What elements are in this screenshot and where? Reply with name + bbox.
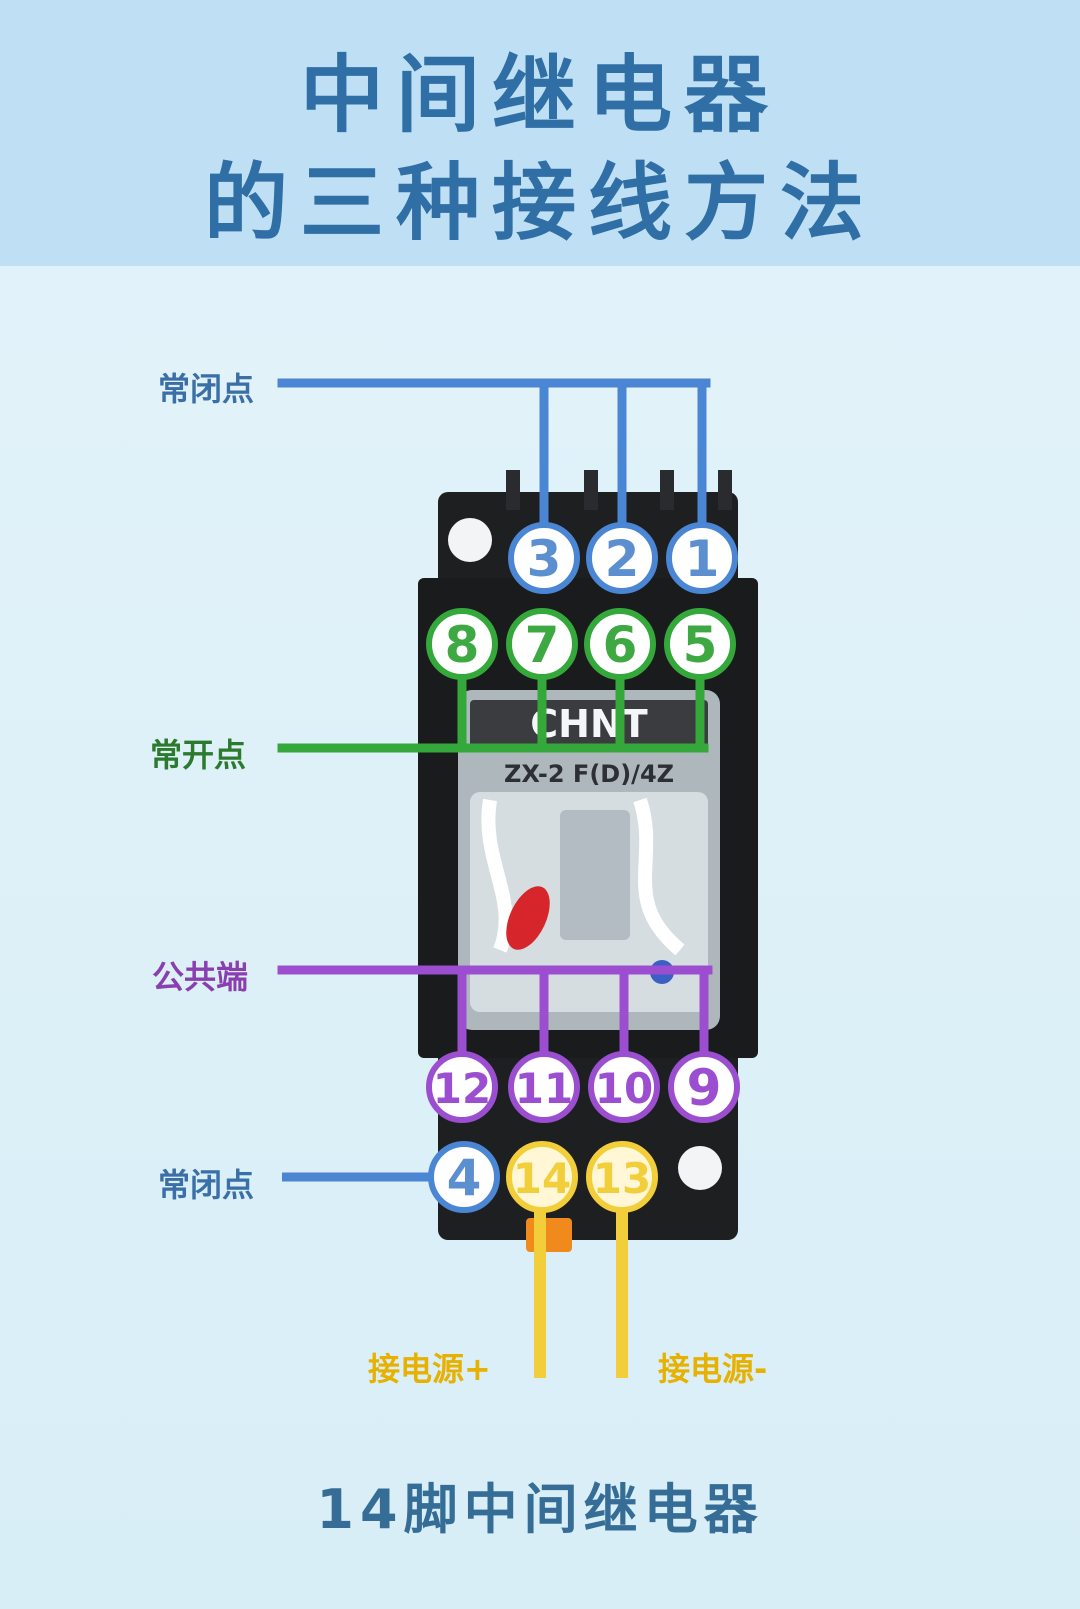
pin-13-number: 13 — [593, 1154, 651, 1203]
pin-14-circle — [506, 1141, 578, 1213]
brand-text: CHNT — [530, 702, 647, 746]
title-line-2: 的三种接线方法 — [203, 154, 876, 252]
pin-1: 1 — [666, 522, 738, 594]
terminal-post — [718, 470, 732, 510]
pin-12: 12 — [426, 1051, 498, 1123]
brand-plate — [470, 700, 708, 748]
mounting-hole — [448, 518, 492, 562]
pin-14-number: 14 — [513, 1154, 571, 1203]
pin-7: 7 — [506, 608, 578, 680]
pin-4-circle — [428, 1141, 500, 1213]
label-common: 公共端 — [152, 958, 249, 996]
pin-5-circle — [664, 608, 736, 680]
pin-5: 5 — [664, 608, 736, 680]
release-tab — [526, 1218, 572, 1252]
pin-9-circle — [668, 1051, 740, 1123]
pin-1-circle — [666, 522, 738, 594]
mounting-hole — [678, 1146, 722, 1190]
title-line-1: 中间继电器 — [299, 46, 780, 144]
nc-top-wires — [277, 378, 711, 531]
pin-6: 6 — [584, 608, 656, 680]
model-text: ZX-2 F(D)/4Z — [504, 760, 674, 788]
label-normally-closed-bottom: 常闭点 — [158, 1166, 255, 1204]
terminal-post — [506, 470, 520, 510]
pin-5-number: 5 — [683, 616, 718, 674]
pin-10-circle — [588, 1051, 660, 1123]
pin-8-circle — [426, 608, 498, 680]
label-power-plus: 接电源+ — [368, 1350, 491, 1388]
terminal-post — [584, 470, 598, 510]
internal-wire — [633, 797, 685, 956]
label-normally-open: 常开点 — [150, 736, 247, 774]
pin-12-circle — [426, 1051, 498, 1123]
pin-4-number: 4 — [447, 1149, 482, 1207]
power-wires — [534, 1210, 628, 1378]
pin-9-number: 9 — [687, 1059, 722, 1117]
common-wires — [277, 965, 713, 1059]
pin-7-circle — [506, 608, 578, 680]
terminal-post — [660, 470, 674, 510]
relay-body: CHNT ZX-2 F(D)/4Z — [418, 470, 758, 1252]
pin-11: 11 — [508, 1051, 580, 1123]
caption: 14脚中间继电器 — [316, 1478, 764, 1541]
relay-coil — [560, 810, 630, 940]
pin-2-circle — [586, 522, 658, 594]
indicator-led — [506, 886, 550, 950]
pin-3-circle — [508, 522, 580, 594]
pin-6-number: 6 — [603, 616, 638, 674]
internal-wire — [481, 798, 513, 953]
pin-11-circle — [508, 1051, 580, 1123]
pin-13: 13 — [586, 1141, 658, 1213]
pin-8: 8 — [426, 608, 498, 680]
pin-9: 9 — [668, 1051, 740, 1123]
pin-4: 4 — [428, 1141, 500, 1213]
label-normally-closed-top: 常闭点 — [158, 370, 255, 408]
pin-10: 10 — [588, 1051, 660, 1123]
pin-13-circle — [586, 1141, 658, 1213]
header-banner: 中间继电器 的三种接线方法 — [0, 0, 1080, 266]
pin-2-number: 2 — [605, 530, 640, 588]
pin-3: 3 — [508, 522, 580, 594]
pin-1-number: 1 — [685, 530, 720, 588]
pin-12-number: 12 — [433, 1064, 491, 1113]
label-power-minus: 接电源- — [658, 1350, 768, 1388]
pin-11-number: 11 — [515, 1064, 573, 1113]
no-wires — [277, 671, 709, 753]
pin-10-number: 10 — [595, 1064, 653, 1113]
pin-6-circle — [584, 608, 656, 680]
pin-8-number: 8 — [445, 616, 480, 674]
pin-14: 14 — [506, 1141, 578, 1213]
pin-2: 2 — [586, 522, 658, 594]
pin-3-number: 3 — [527, 530, 562, 588]
pin-7-number: 7 — [525, 616, 560, 674]
